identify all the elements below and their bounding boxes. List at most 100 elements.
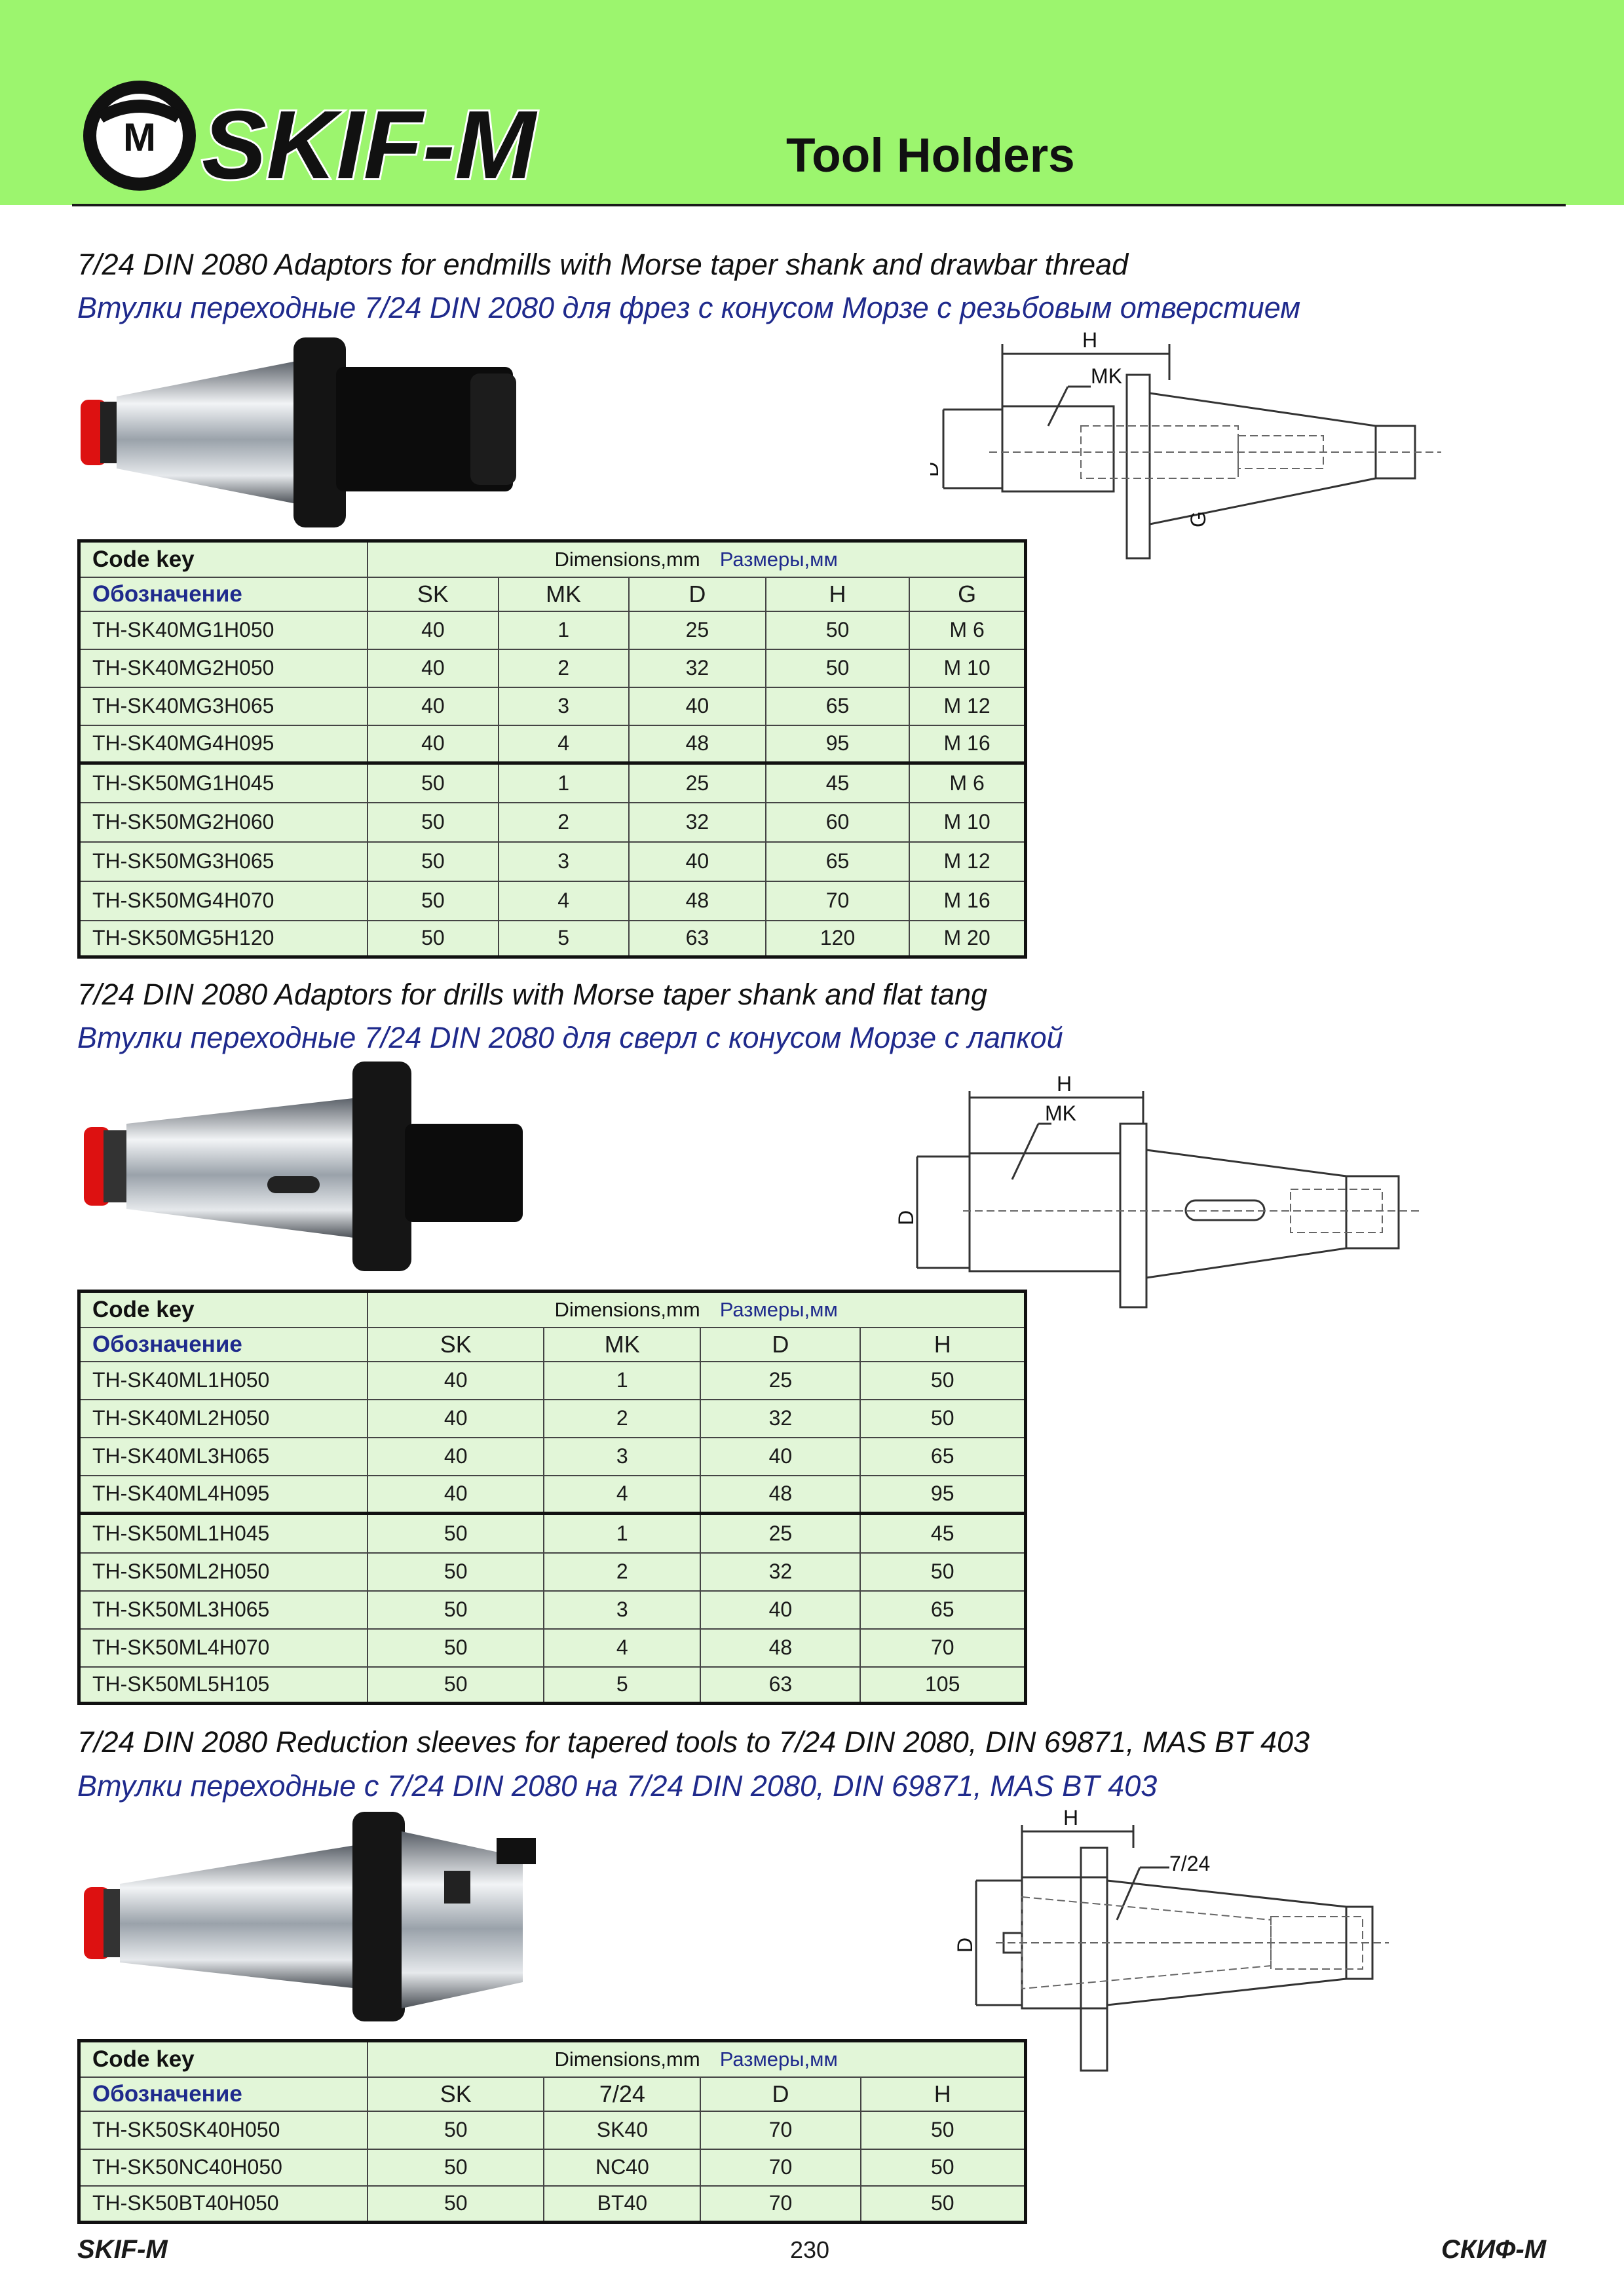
value-cell: 65 <box>765 841 911 882</box>
value-cell: 65 <box>765 686 911 726</box>
drawing1-label-g: G <box>1186 511 1210 527</box>
code-cell: TH-SK50ML3H065 <box>78 1590 369 1630</box>
value-cell: 40 <box>367 648 499 688</box>
value-cell: 50 <box>765 610 911 650</box>
value-cell: 50 <box>367 1512 545 1554</box>
value-cell: M 16 <box>909 724 1027 764</box>
code-key-header-ru: Обозначение <box>78 576 369 612</box>
code-cell: TH-SK40ML1H050 <box>78 1360 369 1400</box>
drill-adaptor-photo <box>84 1062 523 1271</box>
value-cell: 65 <box>859 1590 1027 1630</box>
value-cell: 70 <box>700 2110 861 2150</box>
code-cell: TH-SK40MG1H050 <box>78 610 369 650</box>
column-header: 7/24 <box>543 2076 702 2112</box>
value-cell: 45 <box>859 1512 1027 1554</box>
value-cell: NC40 <box>543 2148 702 2187</box>
value-cell: 50 <box>367 761 499 803</box>
value-cell: 45 <box>765 761 911 803</box>
value-cell: 40 <box>628 686 766 726</box>
value-cell: 40 <box>700 1436 861 1476</box>
header-divider <box>72 204 1566 206</box>
column-header: D <box>700 1326 861 1362</box>
value-cell: 5 <box>543 1666 702 1704</box>
code-key-header: Code key <box>78 540 369 578</box>
value-cell: 4 <box>543 1474 702 1514</box>
value-cell: 32 <box>628 801 766 843</box>
drawing3-label-taper: 7/24 <box>1169 1852 1210 1875</box>
code-cell: TH-SK50MG2H060 <box>78 801 369 843</box>
value-cell: 32 <box>700 1552 861 1592</box>
value-cell: 60 <box>765 801 911 843</box>
value-cell: 50 <box>367 1552 545 1592</box>
code-cell: TH-SK50ML5H105 <box>78 1666 369 1704</box>
value-cell: 40 <box>367 1474 545 1514</box>
value-cell: 25 <box>700 1360 861 1400</box>
endmill-adaptor-drawing: H MK D G <box>930 328 1441 560</box>
value-cell: 50 <box>367 1628 545 1668</box>
code-key-header-ru: Обозначение <box>78 1326 369 1362</box>
value-cell: 4 <box>497 724 630 764</box>
value-cell: 50 <box>367 2148 545 2187</box>
value-cell: M 6 <box>909 610 1027 650</box>
value-cell: 63 <box>700 1666 861 1704</box>
drill-adaptor-drawing: H MK D <box>897 1072 1422 1309</box>
page-number: 230 <box>790 2236 830 2263</box>
page-title: Tool Holders <box>786 129 1075 182</box>
value-cell: 70 <box>700 2185 861 2223</box>
brand-wordmark: SKIF-M <box>202 91 537 198</box>
value-cell: 40 <box>367 686 499 726</box>
value-cell: 50 <box>765 648 911 688</box>
value-cell: 70 <box>859 1628 1027 1668</box>
value-cell: 50 <box>367 1666 545 1704</box>
brand-logo: M SKIF-M <box>83 81 539 198</box>
value-cell: 2 <box>543 1398 702 1438</box>
value-cell: 32 <box>700 1398 861 1438</box>
reduction-sleeve-drawing: H 7/24 D <box>956 1806 1389 2072</box>
code-cell: TH-SK40ML2H050 <box>78 1398 369 1438</box>
column-header: SK <box>367 576 499 612</box>
column-header: H <box>859 2076 1027 2112</box>
code-cell: TH-SK50SK40H050 <box>78 2110 369 2150</box>
logo-letter: M <box>123 115 156 159</box>
value-cell: 105 <box>859 1666 1027 1704</box>
value-cell: 95 <box>765 724 911 764</box>
column-header: H <box>859 1326 1027 1362</box>
value-cell: 32 <box>628 648 766 688</box>
value-cell: 50 <box>859 1398 1027 1438</box>
value-cell: 25 <box>700 1512 861 1554</box>
section2-title-ru: Втулки переходные 7/24 DIN 2080 для свер… <box>77 1021 1063 1054</box>
code-cell: TH-SK40MG3H065 <box>78 686 369 726</box>
value-cell: 63 <box>628 919 766 958</box>
value-cell: 3 <box>497 686 630 726</box>
value-cell: 50 <box>367 841 499 882</box>
value-cell: 40 <box>628 841 766 882</box>
column-header: SK <box>367 1326 545 1362</box>
value-cell: 50 <box>367 1590 545 1630</box>
value-cell: M 10 <box>909 801 1027 843</box>
code-cell: TH-SK50NC40H050 <box>78 2148 369 2187</box>
value-cell: 50 <box>367 919 499 958</box>
code-cell: TH-SK50BT40H050 <box>78 2185 369 2223</box>
section3-title-ru: Втулки переходные с 7/24 DIN 2080 на 7/2… <box>77 1769 1158 1803</box>
header-band <box>0 0 1624 205</box>
value-cell: 1 <box>497 761 630 803</box>
